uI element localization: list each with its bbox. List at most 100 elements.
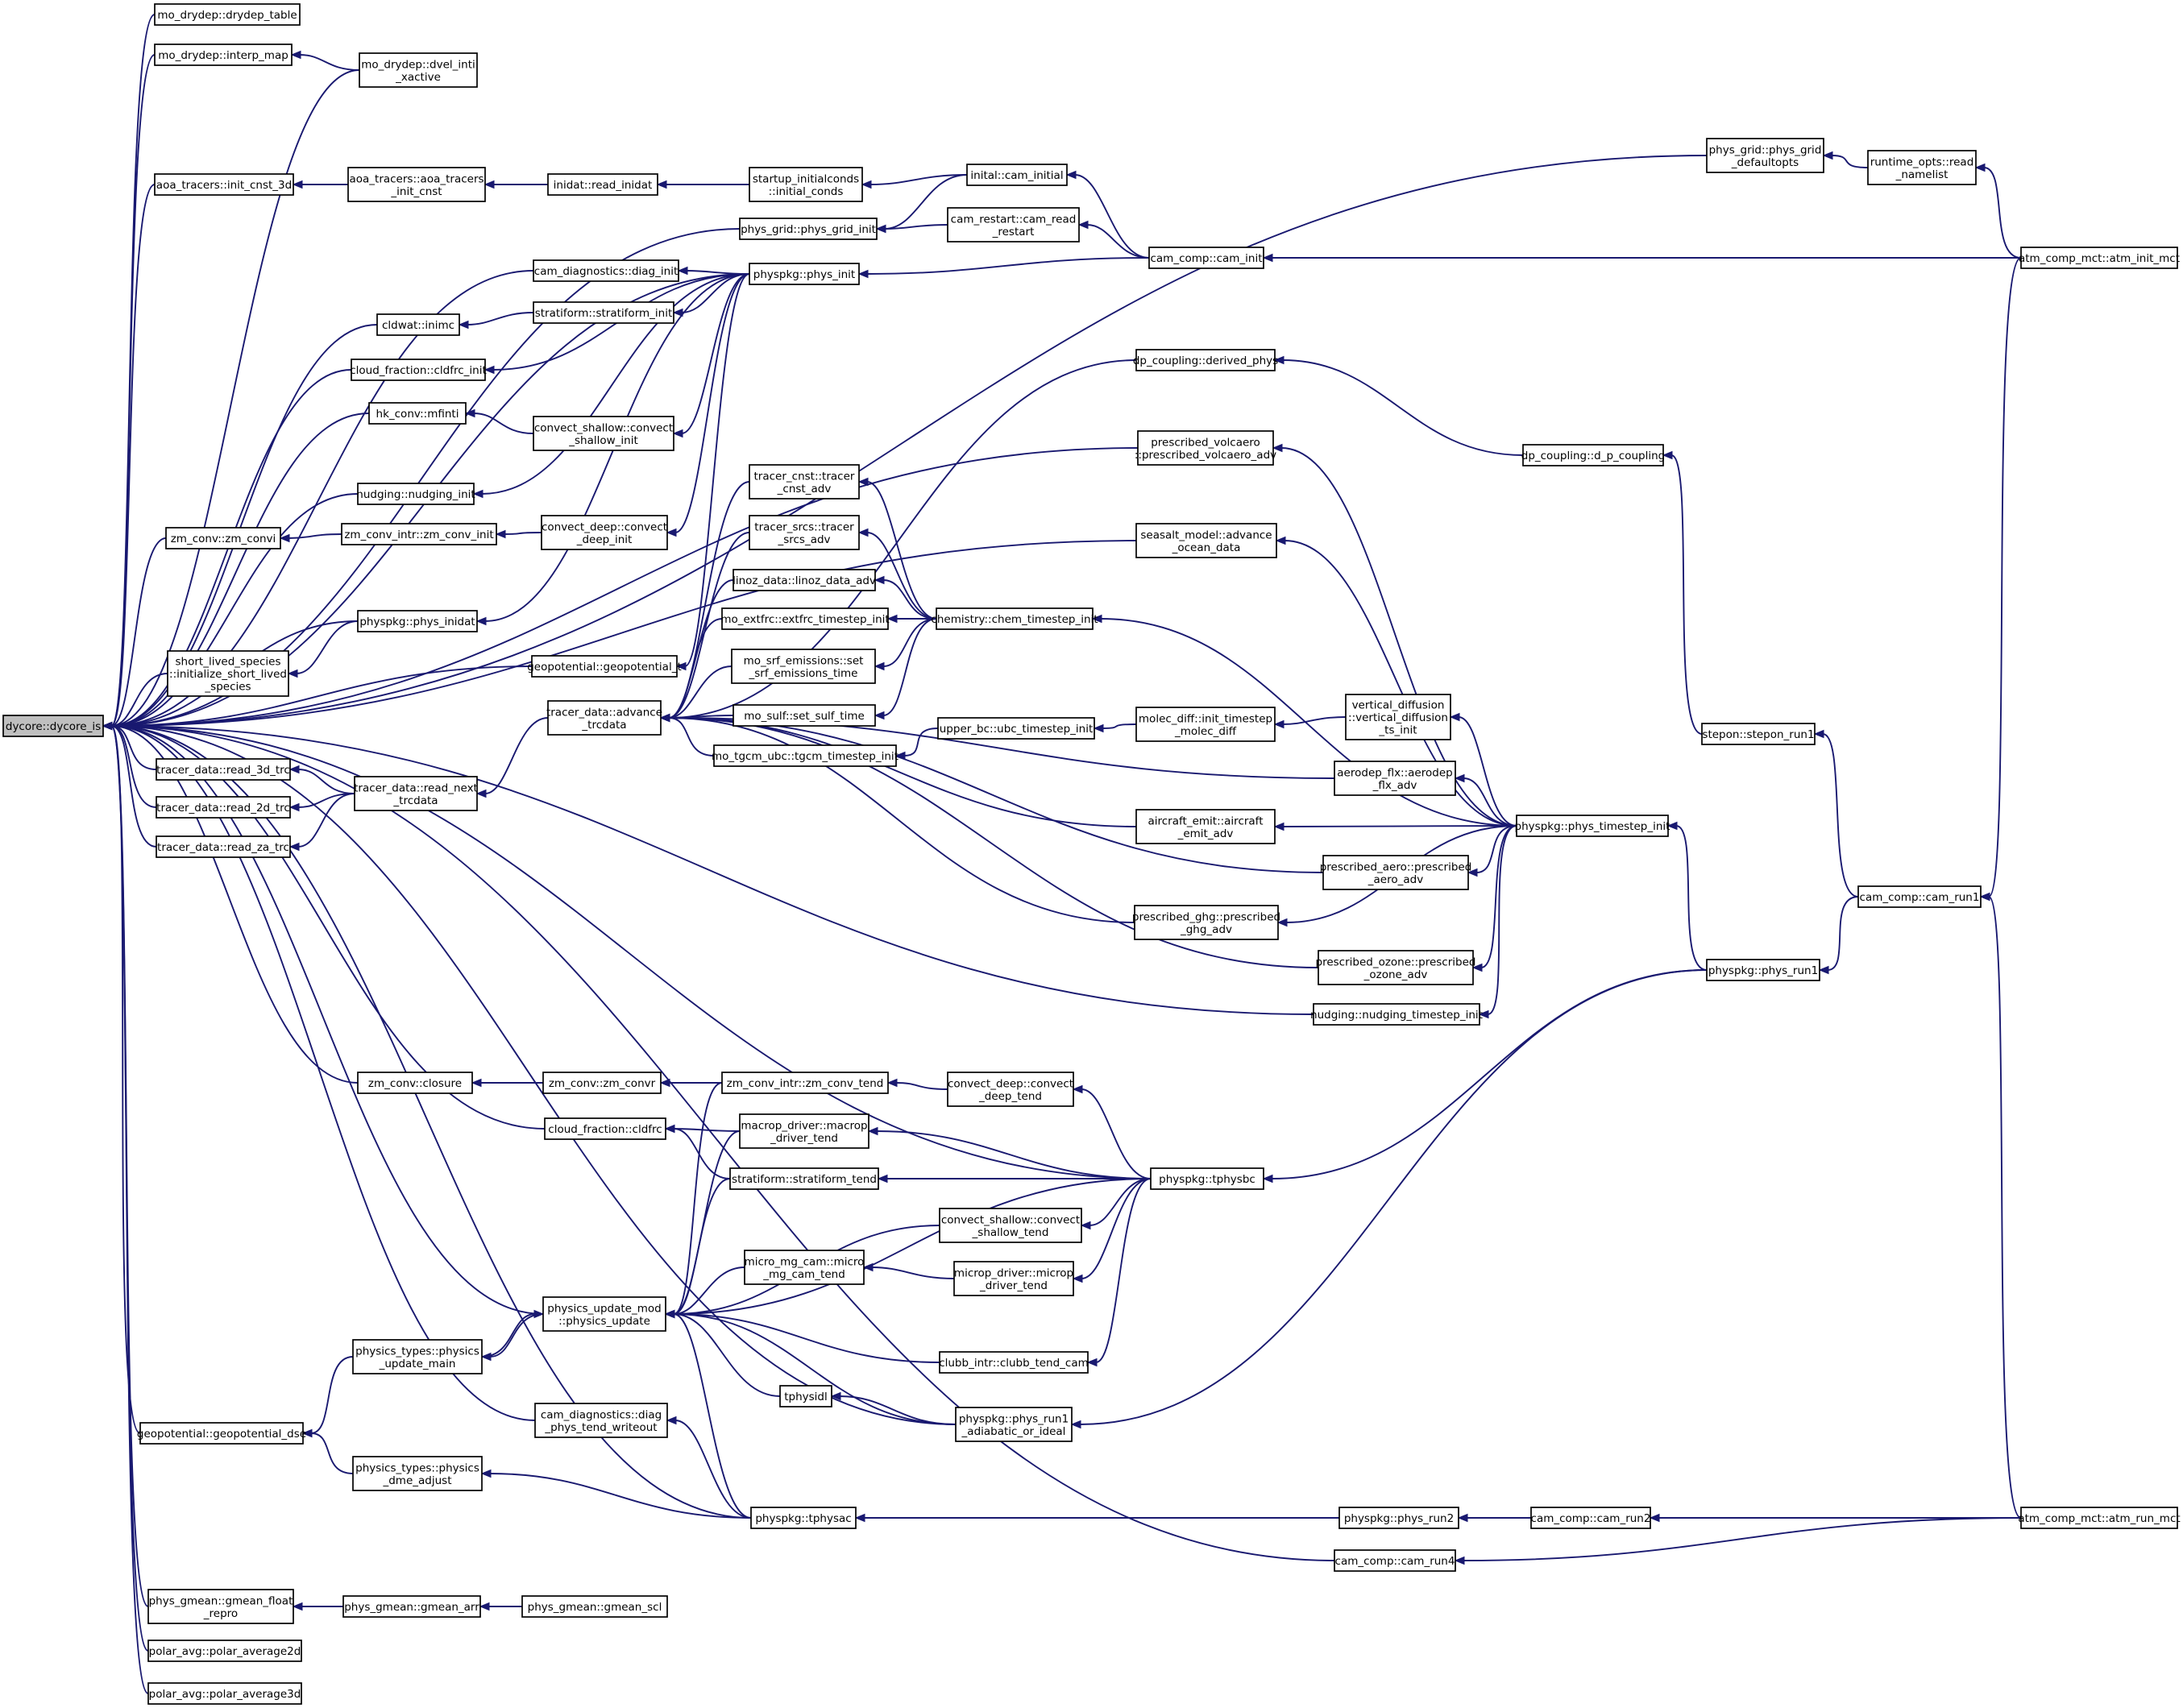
arrow-head-icon [1273, 355, 1284, 365]
node-phys-grid-defaultopts[interactable]: phys_grid::phys_grid_defaultopts [1706, 138, 1824, 173]
node-convect-shallow-init[interactable]: convect_shallow::convect_shallow_init [533, 416, 674, 451]
node-cam-run1[interactable]: cam_comp::cam_run1 [1857, 885, 1982, 908]
node-convect-shallow-tend[interactable]: convect_shallow::convect_shallow_tend [939, 1208, 1082, 1243]
node-tphysbc[interactable]: physpkg::tphysbc [1150, 1167, 1264, 1190]
node-physics-update[interactable]: physics_update_mod::physics_update [542, 1296, 666, 1332]
node-ubc-timestep-init[interactable]: upper_bc::ubc_timestep_init [937, 717, 1095, 740]
node-diag-init[interactable]: cam_diagnostics::diag_init [533, 259, 679, 282]
node-tracer-cnst-adv[interactable]: tracer_cnst::tracer_cnst_adv [749, 464, 860, 500]
node-prescribed-ozone[interactable]: prescribed_ozone::prescribed_ozone_adv [1316, 950, 1476, 985]
node-seasalt[interactable]: seasalt_model::advance_ocean_data [1135, 523, 1277, 558]
node-cam-read-restart[interactable]: cam_restart::cam_read_restart [947, 207, 1080, 243]
node-aircraft-emit[interactable]: aircraft_emit::aircraft_emit_adv [1135, 809, 1276, 844]
arrow-head-icon [830, 1391, 841, 1401]
node-read-za-trc[interactable]: tracer_data::read_za_trc [156, 835, 291, 858]
node-phys-run1-adiabatic[interactable]: physpkg::phys_run1_adiabatic_or_ideal [955, 1407, 1073, 1442]
node-physpkg-inidat[interactable]: physpkg::phys_inidat [357, 610, 478, 632]
node-macrop-driver-tend[interactable]: macrop_driver::macrop_driver_tend [739, 1113, 869, 1149]
node-cldfrc[interactable]: cloud_fraction::cldfrc [544, 1117, 666, 1140]
node-prescribed-ghg[interactable]: prescribed_ghg::prescribed_ghg_adv [1132, 905, 1280, 940]
node-inimc[interactable]: cldwat::inimc [376, 313, 460, 336]
edge-convect-shallow-init-to-mfinti [464, 408, 534, 434]
node-gmean-scl[interactable]: phys_gmean::gmean_scl [521, 1595, 668, 1618]
node-cam-initial[interactable]: inital::cam_initial [966, 164, 1068, 186]
node-tgcm[interactable]: mo_tgcm_ubc::tgcm_timestep_init [712, 744, 899, 767]
node-extfrc[interactable]: mo_extfrc::extfrc_timestep_init [720, 607, 890, 630]
node-init-cnst-3d[interactable]: aoa_tracers::init_cnst_3d [154, 173, 294, 196]
node-gmean-float-repro[interactable]: phys_gmean::gmean_float_repro [147, 1589, 294, 1624]
edge-tphysbc-to-microp-driver-tend [1072, 1178, 1152, 1283]
node-phys-timestep-init[interactable]: physpkg::phys_timestep_init [1515, 815, 1670, 837]
node-micro-mg-cam-tend[interactable]: micro_mg_cam::micro_mg_cam_tend [744, 1250, 865, 1285]
node-convect-deep-tend[interactable]: convect_deep::convect_deep_tend [947, 1072, 1074, 1107]
node-atm-run-mct[interactable]: atm_comp_mct::atm_run_mct [2018, 1507, 2181, 1529]
node-mfinti[interactable]: hk_conv::mfinti [368, 402, 467, 425]
node-read-2d-trc[interactable]: tracer_data::read_2d_trc [156, 796, 291, 819]
arrow-head-icon [886, 1078, 898, 1088]
node-dvel-inti[interactable]: mo_drydep::dvel_inti_xactive [359, 52, 478, 88]
node-cam-run4[interactable]: cam_comp::cam_run4 [1334, 1549, 1456, 1572]
node-molec-diff[interactable]: molec_diff::init_timestep_molec_diff [1135, 707, 1276, 742]
node-prescribed-volcaero[interactable]: prescribed_volcaero::prescribed_volcaero… [1135, 430, 1276, 466]
node-dycore[interactable]: dycore::dycore_is [2, 715, 104, 737]
node-polar-average3d[interactable]: polar_avg::polar_average3d [147, 1682, 302, 1705]
node-stratiform-init[interactable]: stratiform::stratiform_init [533, 301, 674, 324]
node-phys-run2[interactable]: physpkg::phys_run2 [1338, 1507, 1459, 1529]
node-srf-emissions[interactable]: mo_srf_emissions::set_srf_emissions_time [731, 649, 876, 684]
node-read-inidat[interactable]: inidat::read_inidat [547, 173, 658, 196]
node-geopotential-t[interactable]: geopotential::geopotential_t [527, 655, 682, 678]
node-label: mo_drydep::dvel_inti [361, 58, 475, 71]
node-closure[interactable]: zm_conv::closure [357, 1072, 473, 1094]
node-dme-adjust[interactable]: physics_types::physics_dme_adjust [352, 1456, 483, 1491]
node-read-next[interactable]: tracer_data::read_next_trcdata [354, 776, 478, 811]
node-phys-grid-init[interactable]: phys_grid::phys_grid_init [739, 218, 878, 240]
node-initial-conds[interactable]: startup_initialconds::initial_conds [749, 167, 863, 202]
node-label: _xactive [395, 71, 441, 84]
arrow-head-icon [867, 1126, 878, 1136]
edge-line [504, 532, 542, 535]
node-phys-run1[interactable]: physpkg::phys_run1 [1706, 959, 1820, 981]
node-d-p-coupling[interactable]: dp_coupling::d_p_coupling [1521, 444, 1666, 466]
node-zm-conv-init[interactable]: zm_conv_intr::zm_conv_init [341, 523, 497, 545]
node-polar-average2d[interactable]: polar_avg::polar_average2d [147, 1640, 302, 1662]
node-tphysidl[interactable]: tphysidl [779, 1385, 832, 1407]
node-chem-timestep-init[interactable]: chemistry::chem_timestep_init [931, 607, 1098, 630]
node-short-lived[interactable]: short_lived_species::initialize_short_li… [167, 650, 289, 697]
node-clubb-tend-cam[interactable]: clubb_intr::clubb_tend_cam [939, 1351, 1089, 1374]
node-convect-deep-init[interactable]: convect_deep::convect_deep_init [541, 515, 668, 550]
node-physics-update-main[interactable]: physics_types::physics_update_main [352, 1339, 483, 1374]
node-vd-ts-init[interactable]: vertical_diffusion::vertical_diffusion_t… [1345, 694, 1451, 740]
node-zm-conv-tend[interactable]: zm_conv_intr::zm_conv_tend [721, 1072, 889, 1094]
node-cam-run2[interactable]: cam_comp::cam_run2 [1530, 1507, 1651, 1529]
node-read-namelist[interactable]: runtime_opts::read_namelist [1867, 150, 1977, 185]
node-zm-convr[interactable]: zm_conv::zm_convr [542, 1072, 662, 1094]
node-gmean-arr[interactable]: phys_gmean::gmean_arr [342, 1595, 481, 1618]
node-tracer-srcs-adv[interactable]: tracer_srcs::tracer_srcs_adv [749, 515, 860, 550]
node-cam-init[interactable]: cam_comp::cam_init [1148, 247, 1264, 269]
node-linoz[interactable]: linoz_data::linoz_data_adv [733, 569, 876, 591]
node-atm-init-mct[interactable]: atm_comp_mct::atm_init_mct [2019, 247, 2180, 269]
node-cldfrc-init[interactable]: cloud_fraction::cldfrc_init [350, 359, 487, 381]
node-interp-map[interactable]: mo_drydep::interp_map [154, 44, 293, 66]
node-drydep-table[interactable]: mo_drydep::drydep_table [154, 3, 301, 26]
node-stepon-run1[interactable]: stepon::stepon_run1 [1701, 723, 1816, 745]
node-prescribed-aero[interactable]: prescribed_aero::prescribed_aero_adv [1320, 855, 1472, 890]
node-phys-init[interactable]: physpkg::phys_init [749, 263, 860, 285]
node-stratiform-tend[interactable]: stratiform::stratiform_tend [729, 1167, 879, 1190]
edge-line [1475, 825, 1517, 873]
node-derived-phys[interactable]: dp_coupling::derived_phys [1133, 349, 1278, 371]
node-advance-trcdata[interactable]: tracer_data::advance_trcdata [546, 700, 662, 736]
node-read-3d-trc[interactable]: tracer_data::read_3d_trc [156, 758, 291, 781]
node-nudging-timestep-init[interactable]: nudging::nudging_timestep_init [1310, 1003, 1483, 1026]
node-label: aoa_tracers::init_cnst_3d [156, 179, 292, 192]
node-geopotential-dse[interactable]: geopotential::geopotential_dse [137, 1422, 306, 1445]
node-nudging-init[interactable]: nudging::nudging_init [356, 483, 475, 505]
node-set-sulf-time[interactable]: mo_sulf::set_sulf_time [733, 704, 876, 727]
node-zm-convi[interactable]: zm_conv::zm_convi [165, 527, 281, 549]
node-aoa-init-cnst[interactable]: aoa_tracers::aoa_tracers_init_cnst [347, 167, 486, 202]
node-aerodep-flx[interactable]: aerodep_flx::aerodep_flx_adv [1334, 761, 1456, 796]
node-label: _flx_adv [1372, 779, 1417, 792]
node-microp-driver-tend[interactable]: microp_driver::microp_driver_tend [953, 1261, 1074, 1296]
node-diag-phys-tend[interactable]: cam_diagnostics::diag_phys_tend_writeout [534, 1403, 668, 1438]
node-tphysac[interactable]: physpkg::tphysac [750, 1507, 857, 1529]
